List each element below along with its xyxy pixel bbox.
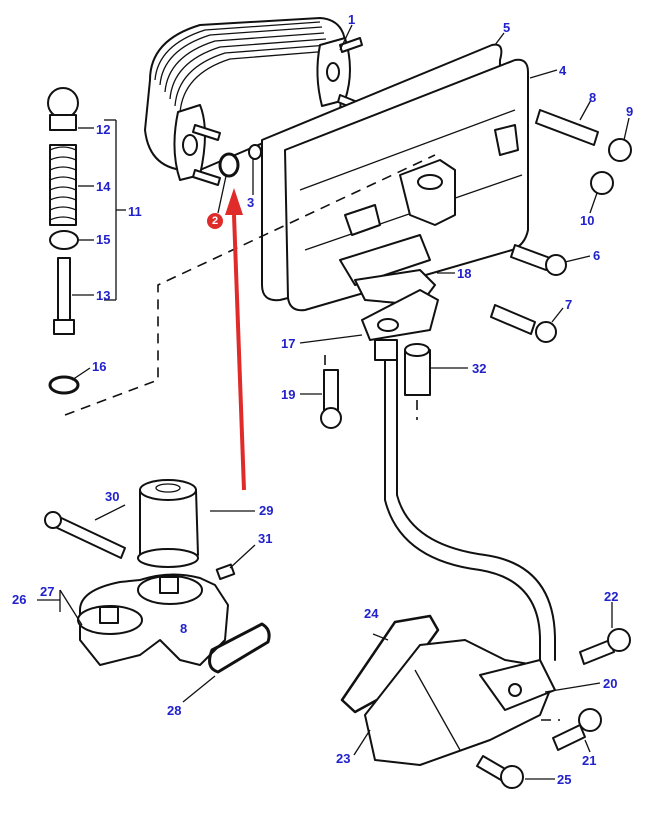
callout-6[interactable]: 6 [593, 248, 601, 263]
highlight-arrow [225, 188, 246, 491]
pump-gasket-24[interactable] [340, 614, 440, 714]
callout-13[interactable]: 13 [96, 288, 111, 303]
callout-20[interactable]: 20 [603, 676, 618, 691]
callout-11[interactable]: 11 [128, 204, 142, 219]
callout-27[interactable]: 27 [40, 584, 55, 599]
nut-9[interactable] [608, 138, 632, 162]
oil-cooler[interactable] [144, 17, 363, 186]
callout-25[interactable]: 25 [557, 772, 572, 787]
callout-10[interactable]: 10 [580, 213, 595, 228]
o-ring-3[interactable] [248, 144, 262, 160]
callout-24[interactable]: 24 [364, 606, 379, 621]
callout-4[interactable]: 4 [559, 63, 567, 78]
stud-8[interactable] [535, 109, 599, 146]
bolt-30[interactable] [44, 511, 126, 559]
callout-16[interactable]: 16 [92, 359, 107, 374]
callout-5[interactable]: 5 [503, 20, 511, 35]
callout-19[interactable]: 19 [281, 387, 296, 402]
callout-30[interactable]: 30 [105, 489, 120, 504]
callout-1[interactable]: 1 [348, 12, 356, 27]
bolt-19[interactable] [320, 369, 342, 429]
suction-pipe-route [384, 359, 541, 661]
callout-8[interactable]: 8 [589, 90, 597, 105]
bolt-25[interactable] [476, 755, 524, 789]
callout-7[interactable]: 7 [565, 297, 573, 312]
nut-10[interactable] [590, 171, 614, 195]
oil-filter[interactable] [137, 479, 199, 568]
relief-valve-kit[interactable] [47, 87, 80, 395]
callout-29[interactable]: 29 [259, 503, 274, 518]
cooler-housing[interactable] [284, 58, 529, 312]
callout-26[interactable]: 26 [12, 592, 27, 607]
bolt-6[interactable] [510, 244, 567, 276]
bolt-21[interactable] [552, 708, 602, 751]
filter-head[interactable] [77, 573, 229, 666]
callout-32[interactable]: 32 [472, 361, 487, 376]
callout-18[interactable]: 18 [457, 266, 472, 281]
callout-3[interactable]: 3 [247, 195, 255, 210]
bolt-22[interactable] [579, 628, 631, 665]
callout-17[interactable]: 17 [281, 336, 296, 351]
callout-21[interactable]: 21 [582, 753, 597, 768]
callout-12[interactable]: 12 [96, 122, 111, 137]
plug-31[interactable] [215, 563, 236, 581]
filter-head-gasket[interactable] [208, 622, 271, 674]
callout-23[interactable]: 23 [336, 751, 351, 766]
callout-22[interactable]: 22 [604, 589, 619, 604]
callout-2-highlight[interactable]: 2 [207, 213, 223, 229]
callout-31[interactable]: 31 [258, 531, 273, 546]
callout-8-port[interactable]: 8 [180, 621, 188, 636]
callout-15[interactable]: 15 [96, 232, 111, 247]
callout-9[interactable]: 9 [626, 104, 634, 119]
o-ring-2[interactable] [218, 152, 240, 178]
callout-14[interactable]: 14 [96, 179, 111, 194]
oil-pump[interactable] [364, 639, 556, 766]
suction-pipe[interactable] [404, 343, 431, 420]
bolt-7[interactable] [490, 304, 557, 343]
callout-28[interactable]: 28 [167, 703, 182, 718]
